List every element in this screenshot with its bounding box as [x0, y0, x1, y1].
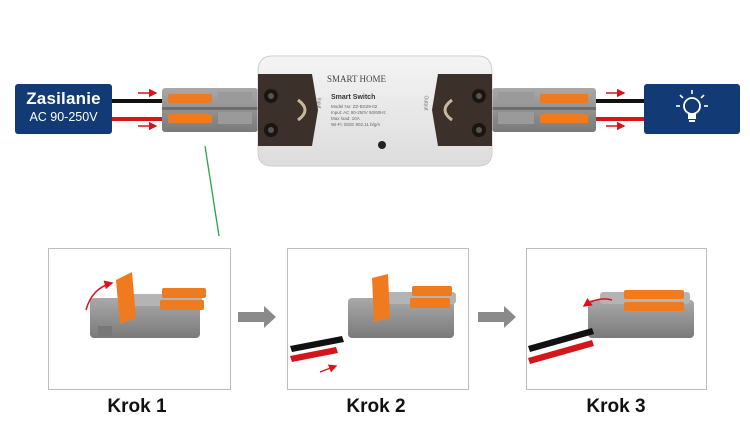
step1-illustration: [85, 272, 206, 338]
device-brand: SMART HOME: [327, 74, 387, 84]
step2-label: Krok 2: [346, 396, 406, 417]
step2-illustration: [290, 274, 456, 373]
device-output-label: Output: [422, 95, 429, 111]
spec-line: Model No: ZZ-BS29-02: [331, 104, 378, 109]
output-wires: [596, 88, 644, 131]
spec-line: Wi-Fi: IEEE 802.11 b/g/n: [331, 122, 381, 127]
spec-line: Input: AC 90-250V 50/60Hz: [331, 110, 386, 115]
power-title: Zasilanie: [26, 89, 101, 108]
device-model-title: Smart Switch: [331, 94, 376, 101]
device-input-label: Input: [315, 97, 322, 109]
lightbulb-icon: [676, 90, 708, 122]
output-connectors: [492, 88, 596, 132]
step1-label: Krok 1: [107, 396, 167, 417]
power-voltage: AC 90-250V: [29, 110, 98, 124]
rotation-arrow-icon: [85, 280, 114, 311]
step3-label: Krok 3: [586, 396, 646, 417]
device-spec-text: Model No: ZZ-BS29-02 Input: AC 90-250V 5…: [331, 104, 386, 128]
input-connectors: [162, 88, 258, 132]
wire-direction-icon: [319, 364, 338, 373]
rotation-arrow-icon: [582, 297, 613, 307]
load-lightbulb-box: [644, 84, 740, 134]
input-wires: [112, 88, 172, 131]
step-arrow-icon: [478, 306, 516, 328]
power-supply-label: Zasilanie AC 90-250V: [15, 84, 112, 134]
guide-line: [204, 145, 220, 237]
smart-switch-device: [257, 55, 493, 167]
step-arrow-icon: [238, 306, 276, 328]
spec-line: Max load: 10A: [331, 116, 360, 121]
step3-illustration: [528, 290, 694, 364]
